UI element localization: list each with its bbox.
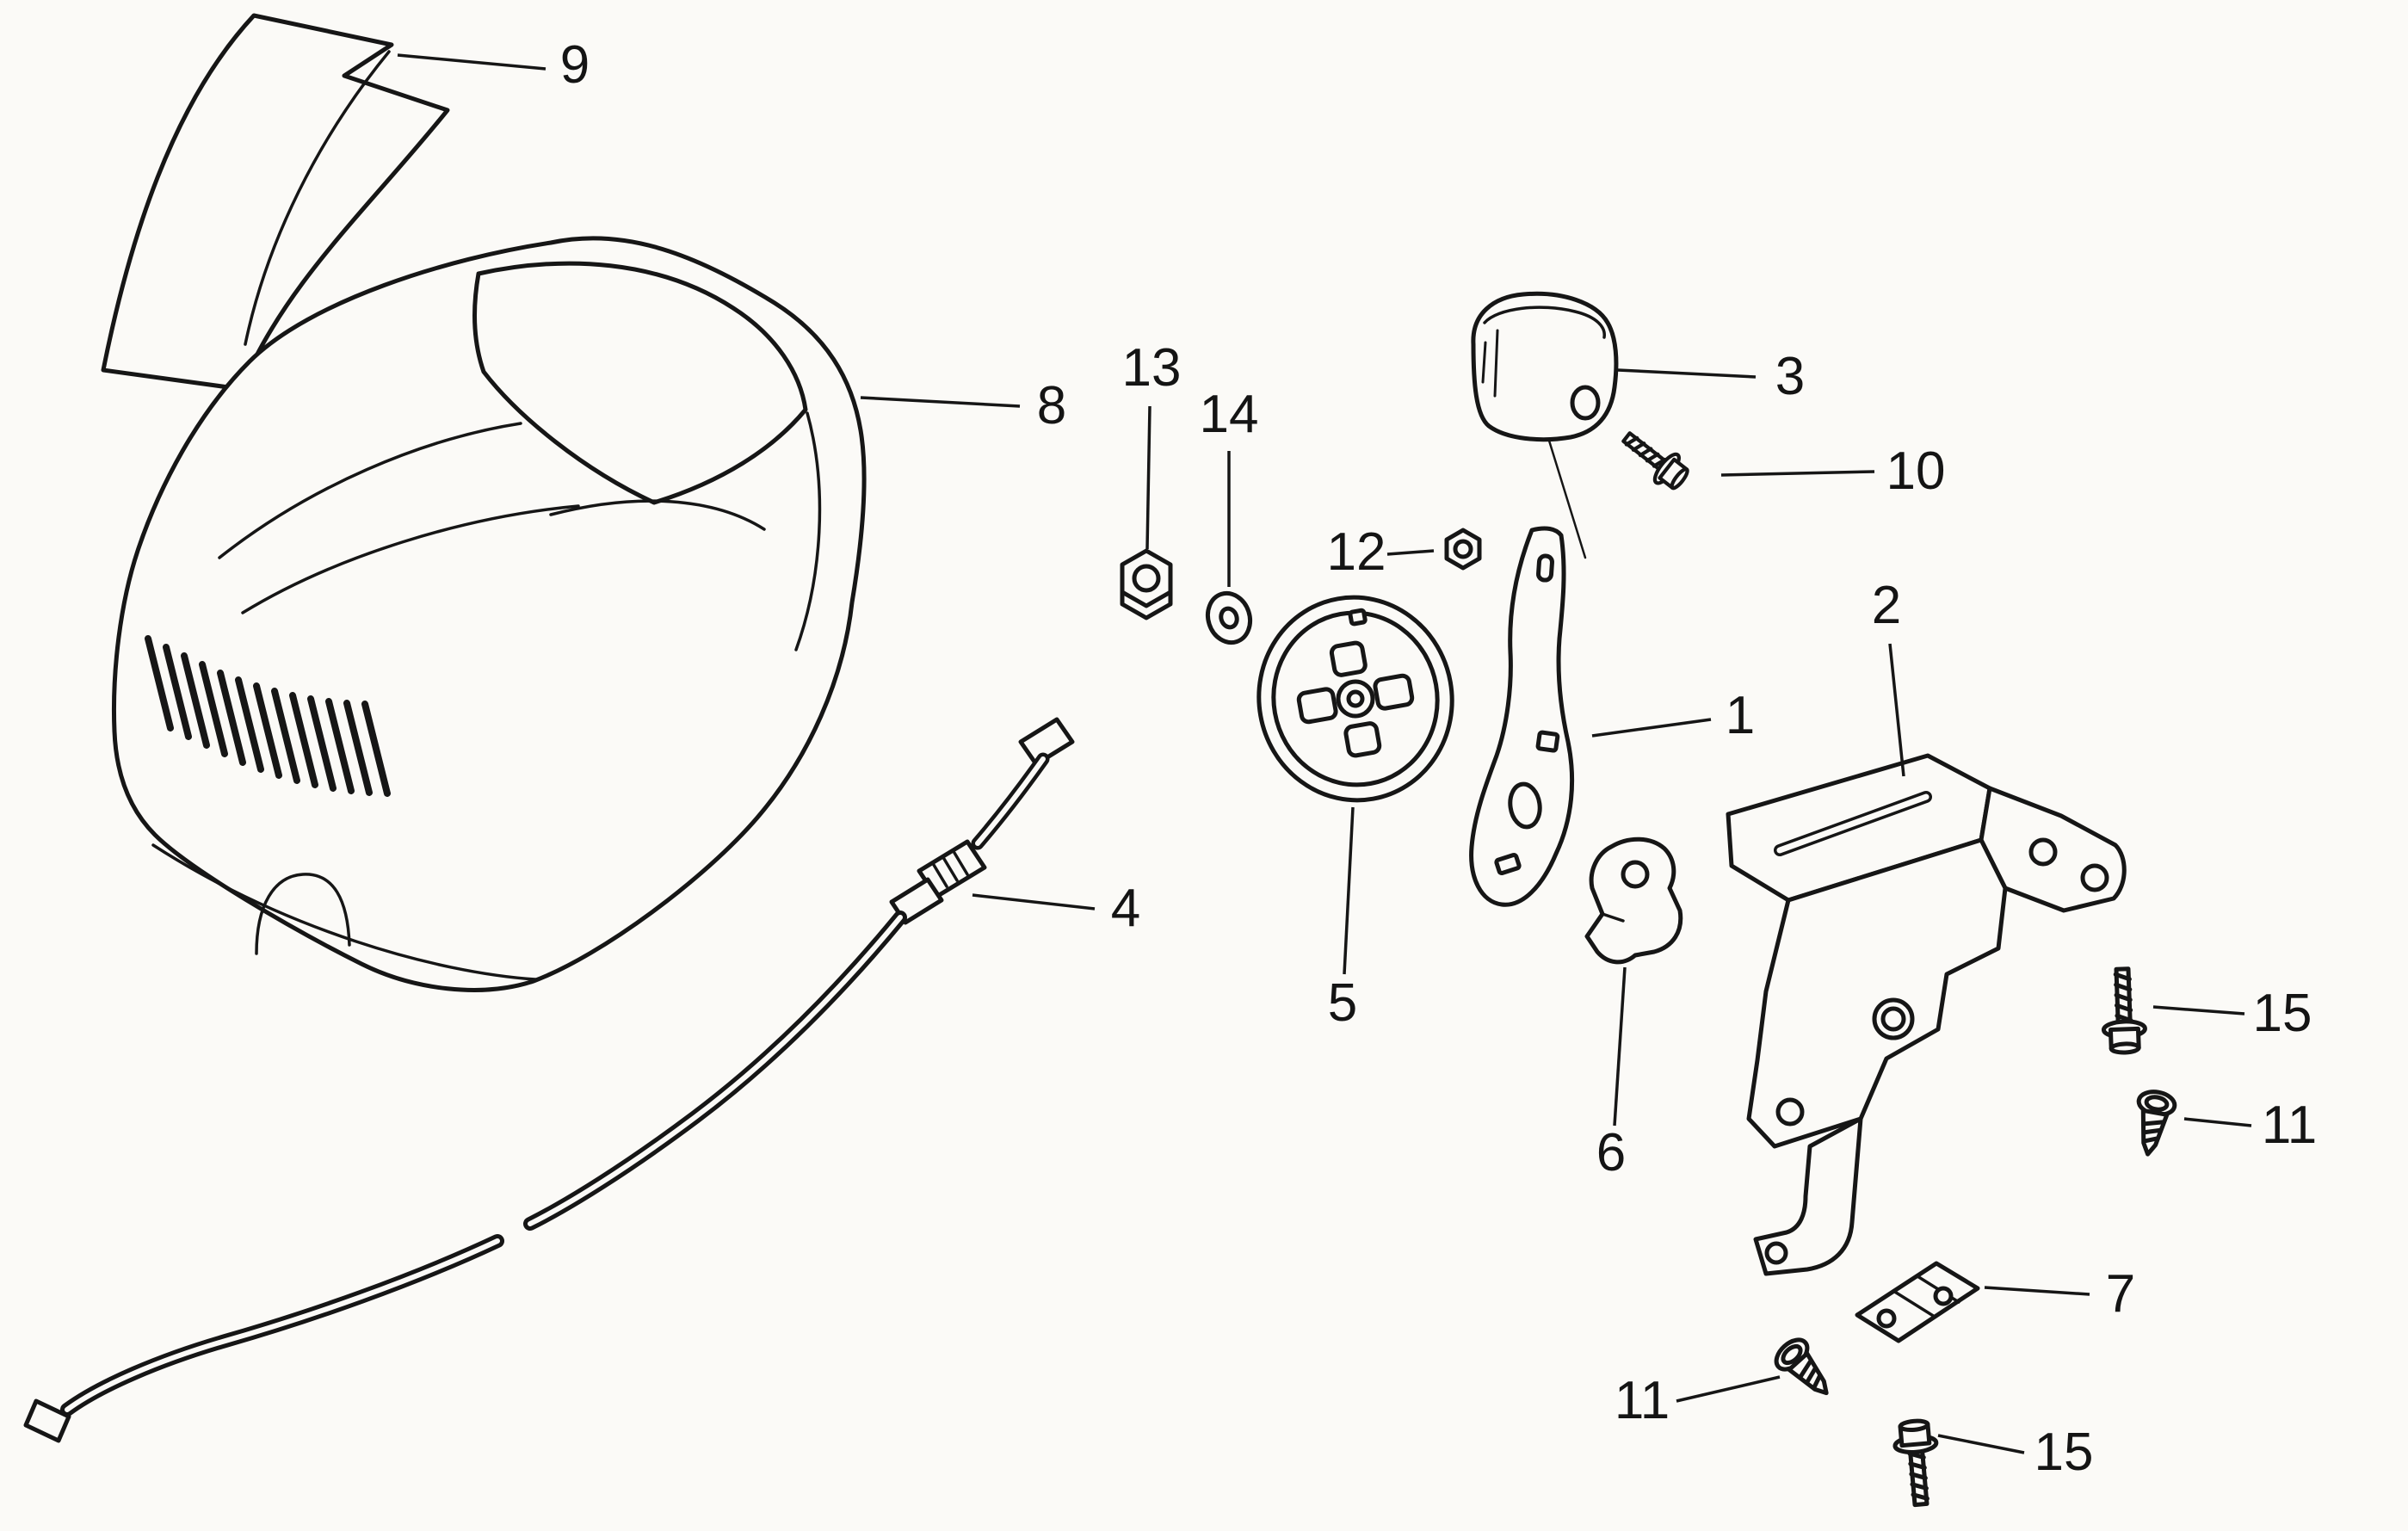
callout-label-13: 13 bbox=[1122, 338, 1182, 398]
bracket-lower-tab bbox=[1753, 1116, 1863, 1276]
part-6-cam-lever bbox=[1584, 836, 1683, 965]
callout-label-10: 10 bbox=[1886, 441, 1946, 501]
callout-7: 7 bbox=[1984, 1264, 2135, 1324]
cover-crease-c bbox=[549, 499, 766, 531]
part-14-washer bbox=[1205, 590, 1253, 645]
callout-13: 13 bbox=[1122, 338, 1182, 550]
callout-15-a: 15 bbox=[2152, 984, 2312, 1043]
part-10-bolt bbox=[1615, 423, 1693, 495]
knob-side-hole bbox=[1570, 385, 1601, 421]
nut13-side bbox=[1120, 590, 1173, 620]
vent-slats bbox=[145, 635, 391, 797]
part-11-screw-upper bbox=[2130, 1090, 2176, 1158]
callout-8: 8 bbox=[860, 376, 1066, 435]
part-5-friction-disc bbox=[1256, 595, 1454, 803]
cam-hole bbox=[1621, 860, 1650, 889]
disc-slot-right bbox=[1373, 673, 1415, 711]
callout-label-4: 4 bbox=[1111, 879, 1140, 938]
cable-upper-core bbox=[975, 756, 1046, 846]
callout-15-b: 15 bbox=[1937, 1423, 2094, 1482]
bracket-foot-hole bbox=[1775, 1097, 1805, 1127]
cover-bottom-edge bbox=[151, 843, 537, 981]
callout-label-6: 6 bbox=[1596, 1123, 1626, 1182]
part-15-bolt-upper bbox=[2102, 968, 2146, 1053]
lever-oblong-hole bbox=[1508, 781, 1542, 830]
disc-small-hole bbox=[1348, 608, 1368, 627]
wing-hole-1 bbox=[2028, 837, 2058, 867]
part-12-nut bbox=[1444, 528, 1482, 571]
nut12-hole bbox=[1453, 539, 1473, 559]
cable-lower-a bbox=[523, 911, 907, 1231]
callout-11-b: 11 bbox=[1615, 1371, 1781, 1430]
callout-label-11-b: 11 bbox=[1615, 1371, 1670, 1430]
part-3-knob bbox=[1471, 291, 1619, 442]
assembly-line bbox=[1547, 439, 1587, 559]
callout-9: 9 bbox=[397, 35, 590, 95]
part-11-screw-lower bbox=[1771, 1334, 1840, 1404]
bracket-body bbox=[1746, 837, 2008, 1149]
part-7-cable-clamp bbox=[1855, 1261, 1980, 1343]
callout-label-7: 7 bbox=[2106, 1264, 2135, 1324]
cable-lower-a-core bbox=[528, 915, 903, 1226]
cam-outline bbox=[1584, 836, 1683, 965]
cover-crease-b bbox=[241, 504, 580, 614]
clamp-hole-1 bbox=[1876, 1308, 1897, 1329]
washer-hole bbox=[1219, 606, 1239, 630]
part-8-engine-cover bbox=[111, 236, 867, 992]
lever-bottom-hole bbox=[1494, 852, 1522, 876]
lever-top-slot bbox=[1536, 553, 1554, 583]
cover-top-panel bbox=[472, 261, 808, 505]
callout-label-15-b: 15 bbox=[2034, 1423, 2094, 1482]
part-4-throttle-cable bbox=[23, 717, 1075, 1443]
part-1-throttle-lever bbox=[1469, 526, 1575, 907]
disc-slot-bottom bbox=[1343, 721, 1382, 758]
callout-label-1: 1 bbox=[1726, 686, 1755, 745]
disc-slot-left bbox=[1296, 687, 1338, 725]
callout-5: 5 bbox=[1328, 806, 1357, 1033]
callout-11-a: 11 bbox=[2183, 1096, 2317, 1155]
callout-label-12: 12 bbox=[1327, 522, 1386, 582]
callout-label-9: 9 bbox=[560, 35, 590, 95]
tab-hole bbox=[1764, 1241, 1788, 1265]
callout-label-2: 2 bbox=[1872, 576, 1901, 635]
bracket-center-hole bbox=[1880, 1006, 1906, 1032]
lever-outline bbox=[1469, 526, 1575, 907]
clamp-hole-2 bbox=[1933, 1286, 1954, 1306]
shield-crease bbox=[244, 50, 391, 346]
cable-lower-b-core bbox=[65, 1238, 500, 1412]
cable-end-cap bbox=[1018, 717, 1075, 767]
disc-slot-top bbox=[1329, 640, 1368, 677]
callout-label-14: 14 bbox=[1200, 385, 1259, 444]
callout-6: 6 bbox=[1596, 966, 1627, 1182]
part-2-bracket bbox=[1726, 753, 2127, 1276]
callout-4: 4 bbox=[972, 879, 1140, 938]
lever-square-hole bbox=[1535, 730, 1560, 753]
callout-10: 10 bbox=[1720, 441, 1946, 501]
bracket-slot-core bbox=[1776, 793, 1929, 854]
callout-label-15-a: 15 bbox=[2253, 984, 2312, 1043]
callout-12: 12 bbox=[1327, 522, 1435, 582]
part-13-nut bbox=[1120, 548, 1173, 620]
wing-hole-2 bbox=[2080, 863, 2109, 892]
callout-label-3: 3 bbox=[1775, 347, 1805, 406]
nut13-hole bbox=[1132, 564, 1161, 593]
callout-1: 1 bbox=[1591, 686, 1755, 745]
callout-label-8: 8 bbox=[1037, 376, 1066, 435]
cover-crease-a bbox=[218, 422, 522, 559]
callout-3: 3 bbox=[1617, 347, 1805, 406]
cover-crease-d bbox=[794, 411, 822, 651]
cable-end-fitting bbox=[23, 1398, 71, 1443]
callout-2: 2 bbox=[1872, 576, 1905, 777]
disc-hub-hole bbox=[1346, 689, 1365, 708]
callout-label-5: 5 bbox=[1328, 973, 1357, 1033]
callouts: 9 8 13 14 12 3 10 1 bbox=[397, 35, 2317, 1482]
callout-label-11-a: 11 bbox=[2262, 1096, 2317, 1155]
cover-notch bbox=[255, 873, 351, 955]
part-15-bolt-lower bbox=[1893, 1419, 1942, 1506]
knob-top-curve bbox=[1483, 306, 1606, 339]
callout-14: 14 bbox=[1200, 385, 1259, 587]
cam-notch bbox=[1601, 912, 1625, 923]
